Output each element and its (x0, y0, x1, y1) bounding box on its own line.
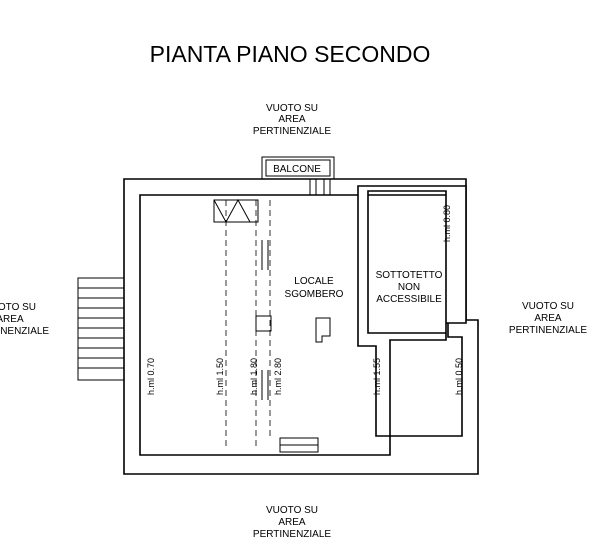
room-attic-line3: ACCESSIBILE (376, 294, 442, 305)
external-stair (77, 277, 125, 381)
balcony: BALCONE (261, 156, 335, 196)
label-bottom-line3: PERTINENZIALE (253, 529, 331, 540)
label-left-line3: PERTINENZIALE (0, 326, 49, 337)
balcony-outline (261, 156, 335, 180)
height-150: h.ml 1.50 (215, 358, 225, 395)
pillar (255, 315, 272, 332)
label-left-void: VUOTO SU AREA PERTINENZIALE (0, 302, 49, 337)
roof-hatch (213, 198, 259, 224)
room-attic-line1: SOTTOTETTO (376, 270, 443, 281)
height-280: h.ml 2.80 (273, 358, 283, 395)
label-right-line3: PERTINENZIALE (509, 325, 587, 336)
room-attic-line2: NON (398, 282, 420, 293)
label-left-line1: VUOTO SU (0, 302, 36, 313)
balcony-label: BALCONE (273, 164, 321, 175)
room-main-line1: LOCALE (294, 276, 334, 287)
outer-walls (123, 178, 479, 475)
label-top-line2: AREA (278, 114, 306, 125)
label-bottom-line1: VUOTO SU (266, 505, 318, 516)
height-050: h.ml 0.50 (454, 358, 464, 395)
attic-partition-wall (357, 185, 467, 437)
label-bottom-void: VUOTO SU AREA PERTINENZIALE (253, 505, 331, 540)
label-top-line3: PERTINENZIALE (253, 126, 331, 137)
height-070: h.ml 0.70 (146, 358, 156, 395)
room-main: LOCALE SGOMBERO (285, 276, 344, 300)
height-155: h.ml 1.55 (372, 358, 382, 395)
label-bottom-line2: AREA (278, 517, 306, 528)
label-right-line1: VUOTO SU (522, 301, 574, 312)
label-top-void: VUOTO SU AREA PERTINENZIALE (253, 103, 331, 137)
label-right-line2: AREA (534, 313, 562, 324)
label-right-void: VUOTO SU AREA PERTINENZIALE (509, 301, 587, 336)
room-attic: SOTTOTETTO NON ACCESSIBILE (376, 270, 443, 305)
label-top-line1: VUOTO SU (266, 103, 318, 114)
chimney-flue (315, 317, 331, 343)
height-080: h.ml 0.80 (442, 205, 452, 242)
room-main-line2: SGOMBERO (285, 289, 344, 300)
beam-lines (225, 200, 271, 450)
label-left-line2: AREA (0, 314, 24, 325)
height-180: h.ml 1.80 (249, 358, 259, 395)
plan-title: PIANTA PIANO SECONDO (150, 41, 431, 67)
balcony-door (309, 178, 331, 196)
